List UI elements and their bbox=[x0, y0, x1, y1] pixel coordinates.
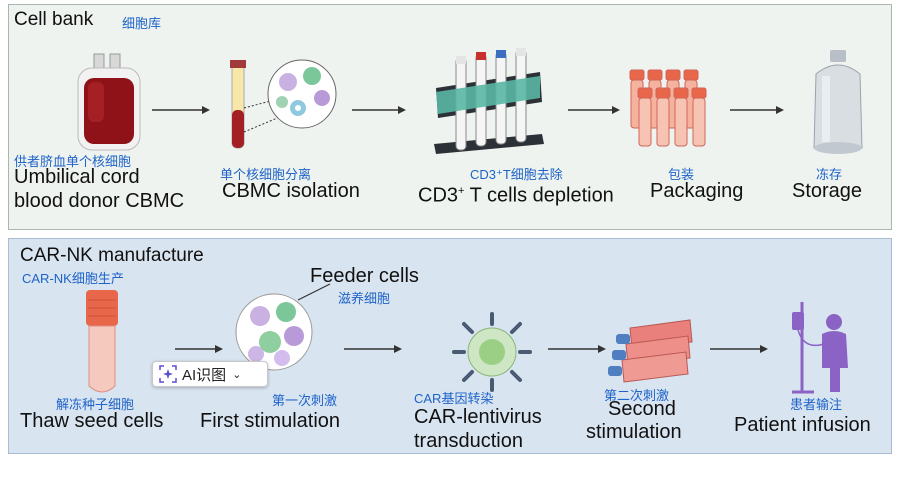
car-nk-title: CAR-NK manufacture bbox=[20, 245, 204, 266]
car-nk-manufacture-panel bbox=[8, 238, 892, 454]
ai-scan-icon bbox=[159, 365, 177, 383]
patient-icon bbox=[792, 302, 848, 394]
step-label-en: First stimulation bbox=[200, 410, 341, 432]
step-label-en: Thaw seed cells bbox=[20, 410, 164, 432]
step-label-zh: CD3⁺T细胞去除 bbox=[470, 167, 563, 182]
step-label-en: Packaging bbox=[650, 180, 744, 202]
step-label-zh: 包装 bbox=[668, 167, 695, 182]
step-label-en: Patient infusion bbox=[734, 414, 871, 436]
ai-image-recognition-button[interactable]: AI识图 ⌄ bbox=[152, 361, 268, 387]
car-nk-cell-icon bbox=[452, 312, 532, 392]
step-label-zh: 解冻种子细胞 bbox=[56, 397, 135, 412]
seed-tube-icon bbox=[86, 290, 118, 393]
step-label-en: blood donor CBMC bbox=[14, 190, 185, 212]
step-label-zh: 第一次刺激 bbox=[272, 393, 338, 408]
step-label-en: CD3+ T cells depletion bbox=[418, 184, 614, 207]
arrow-icon bbox=[730, 106, 784, 114]
arrow-icon bbox=[152, 106, 210, 114]
feeder-cells-icon bbox=[235, 293, 313, 371]
step-label-en: CBMC isolation bbox=[222, 180, 360, 202]
culture-flasks-icon bbox=[608, 319, 693, 383]
step-label-zh: 冻存 bbox=[816, 167, 843, 182]
tube-rack-icon bbox=[434, 48, 544, 154]
ai-chip-label: AI识图 bbox=[182, 366, 227, 384]
step-label-zh: 单个核细胞分离 bbox=[220, 167, 312, 182]
arrow-icon bbox=[175, 345, 223, 353]
feeder-pointer-icon bbox=[297, 283, 331, 301]
cbmc-tube-icon bbox=[230, 59, 337, 149]
packaging-tubes-icon bbox=[629, 69, 707, 147]
arrow-icon bbox=[344, 345, 402, 353]
arrow-icon bbox=[710, 345, 768, 353]
feeder-cells-label: Feeder cells bbox=[310, 265, 419, 287]
step-label-en: transduction bbox=[414, 430, 523, 452]
chevron-down-icon[interactable]: ⌄ bbox=[232, 368, 242, 381]
cell-bank-panel bbox=[8, 4, 892, 230]
cell-bank-title-zh: 细胞库 bbox=[122, 16, 162, 31]
step-label-zh: CAR基因转染 bbox=[414, 391, 494, 406]
arrow-icon bbox=[548, 345, 606, 353]
step-label-zh: 第二次刺激 bbox=[604, 388, 670, 403]
step-label-en: Second bbox=[608, 398, 676, 420]
step-label-en: Umbilical cord bbox=[14, 166, 140, 188]
step-label-en: CAR-lentivirus bbox=[414, 406, 542, 428]
blood-bag-icon bbox=[77, 53, 141, 151]
step-label-zh: 供者脐血单个核细胞 bbox=[14, 154, 132, 169]
arrow-icon bbox=[352, 106, 406, 114]
arrow-icon bbox=[568, 106, 620, 114]
cell-bank-title: Cell bank bbox=[14, 9, 94, 30]
car-nk-title-zh: CAR-NK细胞生产 bbox=[22, 271, 124, 286]
step-label-zh: 患者输注 bbox=[790, 397, 843, 412]
step-label-en: Storage bbox=[792, 180, 863, 202]
storage-tank-icon bbox=[813, 50, 863, 154]
feeder-cells-label-zh: 滋养细胞 bbox=[338, 291, 391, 306]
step-label-en: stimulation bbox=[586, 421, 682, 443]
